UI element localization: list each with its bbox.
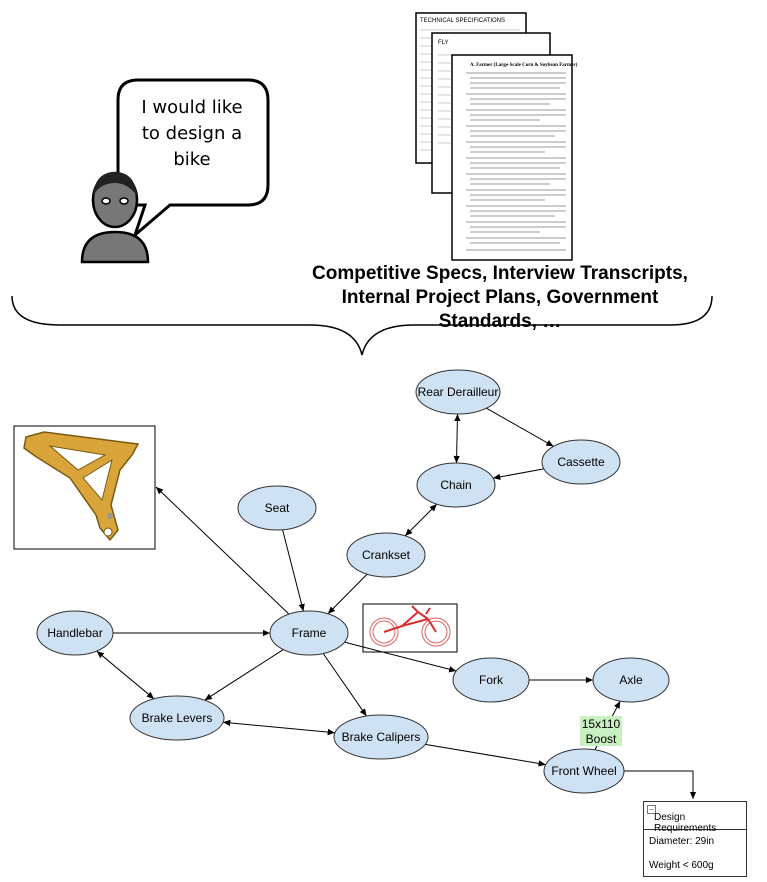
requirements-title: Design Requirements <box>654 812 717 834</box>
node-label: Crankset <box>362 548 411 562</box>
node-shape <box>452 657 530 703</box>
diagram-edges <box>96 407 621 767</box>
person-icon <box>80 171 150 264</box>
edge-brake-calipers-to-front-wheel <box>425 743 546 767</box>
node-shape <box>333 714 429 760</box>
edge-cassette-to-chain <box>492 468 545 481</box>
node-shape <box>592 657 670 703</box>
doc-front-title: A. Farmer (Large-Scale Corn & Soybean Fa… <box>470 63 578 68</box>
design-requirements-box: − Design Requirements Diameter: 29in Wei… <box>643 801 747 877</box>
node-shape <box>543 748 625 794</box>
sources-line: Internal Project Plans, Government <box>341 287 659 308</box>
speech-line: I would like <box>141 97 243 118</box>
speech-text: I would like to design a bike <box>122 95 262 173</box>
edge-handlebar-to-brake-levers <box>96 650 155 700</box>
node-cassette: Cassette <box>541 439 621 485</box>
document-stack: TECHNICAL SPECIFICATIONS FLY A. Farmer (… <box>415 12 578 261</box>
node-shape <box>346 532 426 578</box>
node-crankset: Crankset <box>346 532 426 578</box>
node-shape <box>129 695 225 741</box>
bike-sketch-image <box>362 603 458 653</box>
sources-line: Standards, … <box>438 311 562 332</box>
edge-frame-to-fork <box>344 641 457 673</box>
edge-label-line-1: 15x110 <box>582 717 621 731</box>
node-front-wheel: Front Wheel <box>543 748 625 794</box>
node-handlebar: Handlebar <box>36 610 114 656</box>
requirement-weight: Weight < 600g <box>649 860 714 871</box>
frame-part-image <box>13 425 156 550</box>
node-frame: Frame <box>269 610 349 656</box>
node-label: Cassette <box>557 455 605 469</box>
doc-middle-title: FLY <box>438 40 449 46</box>
collapse-icon[interactable]: − <box>647 805 656 814</box>
edge-brake-levers-to-brake-calipers <box>223 719 335 736</box>
requirements-connector <box>624 770 697 799</box>
edge-crankset-to-frame <box>327 573 368 615</box>
edge-frame-to-brake-calipers <box>322 653 367 717</box>
edge-rear-derailleur-to-chain <box>453 413 461 464</box>
node-label: Brake Calipers <box>342 730 421 744</box>
node-label: Front Wheel <box>551 764 616 778</box>
node-label: Brake Levers <box>142 711 213 725</box>
speech-bubble <box>116 78 270 240</box>
requirements-header: − Design Requirements <box>644 802 746 834</box>
node-shape <box>541 439 621 485</box>
node-brake-levers: Brake Levers <box>129 695 225 741</box>
node-shape <box>237 485 317 531</box>
node-label: Axle <box>619 673 643 687</box>
node-label: Handlebar <box>47 626 102 640</box>
speech-line: bike <box>173 149 211 170</box>
node-brake-calipers: Brake Calipers <box>333 714 429 760</box>
node-label: Seat <box>265 501 290 515</box>
node-shape <box>269 610 349 656</box>
node-shape <box>36 610 114 656</box>
node-fork: Fork <box>452 657 530 703</box>
requirement-diameter: Diameter: 29in <box>649 836 715 847</box>
node-label: Chain <box>440 478 471 492</box>
node-seat: Seat <box>237 485 317 531</box>
node-label: Frame <box>292 626 327 640</box>
node-axle: Axle <box>592 657 670 703</box>
node-label: Rear Derailleur <box>418 385 499 399</box>
node-shape <box>415 369 501 415</box>
sources-caption: Competitive Specs, Interview Transcripts… <box>290 262 710 334</box>
node-rear-derailleur: Rear Derailleur <box>415 369 501 415</box>
node-shape <box>416 462 496 508</box>
edge-label-line-2: Boost <box>586 732 617 746</box>
doc-back-title: TECHNICAL SPECIFICATIONS <box>420 18 505 24</box>
curly-brace <box>11 295 713 356</box>
edge-chain-to-crankset <box>404 503 438 537</box>
edge-seat-to-frame <box>282 529 305 612</box>
edge-rear-derailleur-to-cassette <box>486 407 554 447</box>
diagram-nodes: Rear DerailleurCassetteChainSeatCrankset… <box>36 369 670 794</box>
node-label: Fork <box>479 673 504 687</box>
speech-line: to design a <box>141 123 243 144</box>
sources-line: Competitive Specs, Interview Transcripts… <box>312 263 688 284</box>
node-chain: Chain <box>416 462 496 508</box>
edge-label-boost: 15x110 Boost <box>580 716 622 746</box>
edge-frame-to-part-image <box>155 486 290 615</box>
edge-frame-to-brake-levers <box>204 649 284 701</box>
